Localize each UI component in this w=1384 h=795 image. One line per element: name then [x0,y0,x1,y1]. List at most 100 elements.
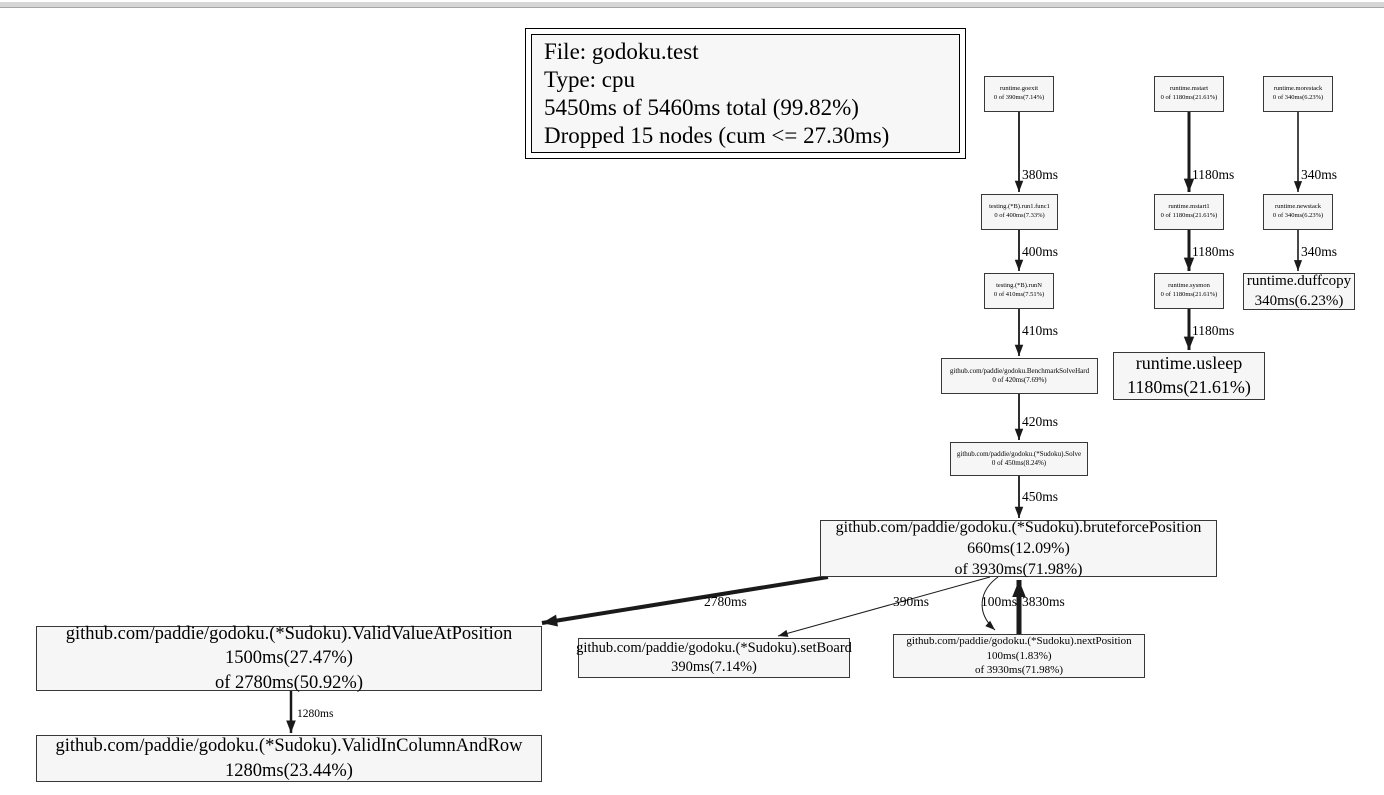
node-time-value: 0 of 1180ms(21.61%) [1160,291,1218,298]
node-time-value: of 3930ms(71.98%) [954,561,1083,579]
node-function-name: github.com/paddie/godoku.(*Sudoku).setBo… [576,639,852,656]
node-time-value: 0 of 410ms(7.51%) [993,291,1045,298]
graph-node-benchmark-solve-hard[interactable]: github.com/paddie/godoku.BenchmarkSolveH… [941,358,1098,394]
graph-node-sudoku-solve[interactable]: github.com/paddie/godoku.(*Sudoku).Solve… [950,442,1088,476]
graph-node-runtime-duffcopy[interactable]: runtime.duffcopy 340ms(6.23%) [1243,273,1355,310]
node-function-name: runtime.mstart1 [1168,203,1210,211]
node-time-value: 0 of 340ms(6.23%) [1272,94,1324,101]
node-time-value: 660ms(12.09%) [967,539,1070,557]
arrowhead-icon [542,614,558,627]
arrowhead-icon [1183,336,1195,350]
node-function-name: runtime.goexit [999,85,1039,93]
arrowhead-icon [1293,260,1303,271]
graph-node-sudoku-valid-value-at-position[interactable]: github.com/paddie/godoku.(*Sudoku).Valid… [36,624,542,693]
arrowhead-icon [1014,344,1024,356]
edge-weight-label: 1180ms [1192,167,1234,182]
graph-edge-380ms-0: 380ms [1014,112,1058,192]
graph-node-sudoku-valid-in-column-and-row[interactable]: github.com/paddie/godoku.(*Sudoku).Valid… [36,735,542,782]
graph-node-sudoku-set-board[interactable]: github.com/paddie/godoku.(*Sudoku).setBo… [576,638,852,678]
edge-weight-label: 390ms [893,594,929,609]
arrowhead-icon [1293,181,1303,192]
node-function-name: github.com/paddie/godoku.(*Sudoku).Solve [956,449,1082,458]
graph-edge-1280ms-14: 1280ms [286,691,334,733]
node-function-name: runtime.newstack [1274,203,1322,211]
graph-edge-1180ms-4: 1180ms [1183,230,1234,271]
node-time-value: 0 of 390ms(7.14%) [993,94,1045,101]
graph-edge-1180ms-7: 1180ms [1183,309,1234,350]
node-function-name: github.com/paddie/godoku.(*Sudoku).Valid… [55,736,523,757]
graph-edge-400ms-3: 400ms [1014,230,1058,271]
edge-weight-label: 1280ms [297,708,334,720]
graph-edge-420ms-8: 420ms [1014,394,1058,440]
node-time-value: 1280ms(23.44%) [225,760,353,781]
node-time-value: 0 of 450ms(8.24%) [991,459,1047,467]
arrowhead-icon [1014,180,1024,192]
arrowhead-icon [1014,259,1024,271]
edge-weight-label: 400ms [1022,244,1058,259]
edge-weight-label: 1180ms [1192,323,1234,338]
graph-node-runtime-usleep[interactable]: runtime.usleep 1180ms(21.61%) [1113,352,1265,400]
legend-type-line: Type: cpu [544,67,636,92]
node-time-value: 0 of 400ms(7.33%) [994,212,1045,219]
node-time-value: 0 of 340ms(6.23%) [1272,212,1324,219]
node-function-name: github.com/paddie/godoku.(*Sudoku).Valid… [65,623,513,644]
node-function-name: runtime.usleep [1135,353,1243,374]
edge-weight-label: 3830ms [1022,594,1065,609]
node-time-value: 0 of 420ms(7.69%) [992,376,1047,384]
node-time-value: 1500ms(27.47%) [225,648,353,669]
arrowhead-icon [1014,428,1024,440]
arrowhead-icon [1183,257,1195,271]
node-function-name: github.com/paddie/godoku.BenchmarkSolveH… [949,366,1090,375]
edge-weight-label: 2780ms [704,594,747,609]
node-time-value: 1180ms(21.61%) [1127,377,1251,397]
node-function-name: github.com/paddie/godoku.(*Sudoku).nextP… [906,635,1132,648]
node-time-value: of 2780ms(50.92%) [215,672,363,693]
arrowhead-icon [985,620,995,630]
node-time-value: 0 of 1180ms(21.61%) [1160,212,1218,219]
edge-weight-label: 340ms [1301,244,1337,259]
node-time-value: 0 of 1180ms(21.61%) [1160,94,1218,101]
graph-node-sudoku-next-position[interactable]: github.com/paddie/godoku.(*Sudoku).nextP… [893,634,1145,678]
arrowhead-icon [1183,178,1195,192]
graph-node-sudoku-bruteforce-position[interactable]: github.com/paddie/godoku.(*Sudoku).brute… [820,518,1217,579]
profile-legend: File: godoku.test Type: cpu 5450ms of 54… [531,34,960,153]
graph-edge-410ms-6: 410ms [1014,309,1058,356]
arrowhead-icon [778,629,789,637]
edge-weight-label: 1180ms [1192,244,1234,259]
profile-legend-box: File: godoku.test Type: cpu 5450ms of 54… [525,28,966,159]
graph-edge-2780ms-10: 2780ms [541,575,829,627]
graph-edge-1180ms-1: 1180ms [1183,112,1234,192]
legend-file-line: File: godoku.test [544,39,699,64]
node-function-name: testing.(*B).runN [996,282,1042,290]
legend-dropped-line: Dropped 15 nodes (cum <= 27.30ms) [544,123,890,148]
graph-edge-100ms-12: 100ms [981,576,1017,631]
graph-edge-390ms-11: 390ms [777,576,991,637]
graph-edge-3830ms-13: 3830ms [1012,580,1065,634]
arrowhead-icon [1012,580,1026,597]
node-time-value: 340ms(6.23%) [1254,292,1344,309]
legend-total-line: 5450ms of 5460ms total (99.82%) [544,95,859,120]
node-time-value: of 3930ms(71.98%) [975,664,1063,677]
node-function-name: runtime.duffcopy [1246,272,1352,289]
node-function-name: runtime.sysmon [1168,282,1210,290]
edge-weight-label: 340ms [1301,167,1337,182]
graph-edge-340ms-2: 340ms [1293,112,1337,192]
node-function-name: testing.(*B).run1.func1 [989,203,1050,211]
edge-weight-label: 450ms [1022,489,1058,504]
node-time-value: 100ms(1.83%) [986,649,1052,662]
edge-weight-label: 420ms [1022,414,1058,429]
edge-weight-label: 100ms [981,594,1017,609]
node-function-name: runtime.morestack [1273,85,1323,93]
node-function-name: github.com/paddie/godoku.(*Sudoku).brute… [835,518,1202,536]
arrowhead-icon [286,720,296,733]
